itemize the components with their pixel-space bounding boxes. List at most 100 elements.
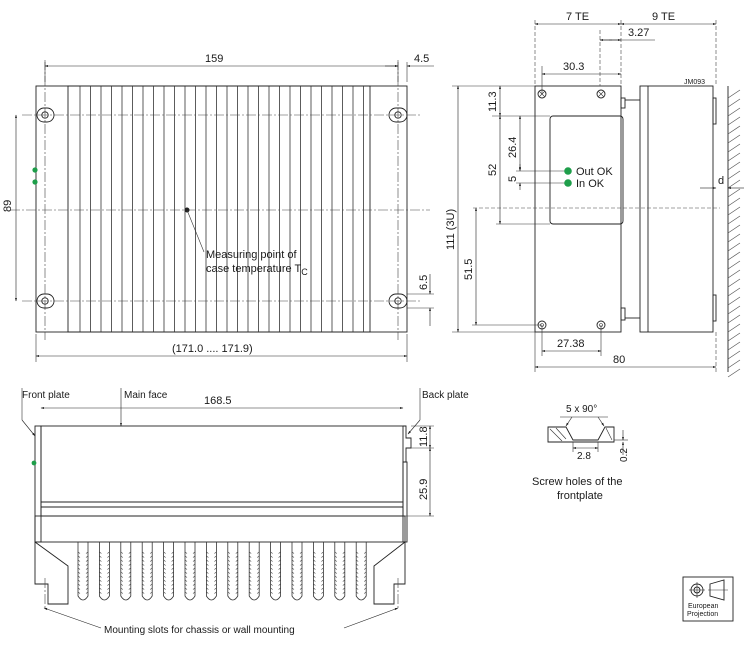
fin-serration <box>291 591 295 594</box>
fin-serration <box>214 551 217 554</box>
fin-serration <box>235 559 238 562</box>
fin-serration <box>184 559 188 562</box>
fin-serration <box>356 591 359 594</box>
fin-serration <box>321 559 324 562</box>
fin-serration <box>257 591 260 594</box>
fin-serration <box>299 587 303 590</box>
heatsink-fins <box>79 86 364 332</box>
fin-serration <box>150 563 153 566</box>
fin-serration <box>142 559 145 562</box>
fin-serration <box>150 567 153 570</box>
dim-51-5: 51.5 <box>463 259 475 280</box>
fin-serration <box>77 587 81 590</box>
fin-serration <box>313 551 316 554</box>
fin-serration <box>107 583 110 586</box>
fin-serration <box>291 567 295 570</box>
fin-serration <box>334 555 337 558</box>
fin-serration <box>150 559 153 562</box>
fin-serration <box>364 583 367 586</box>
fin-serration <box>85 587 89 590</box>
fin-serration <box>257 571 260 574</box>
fin-serration <box>192 567 196 570</box>
fin-serration <box>120 575 123 578</box>
fin-serration <box>107 571 110 574</box>
fin-serration <box>120 559 123 562</box>
dim-159: 159 <box>205 53 223 65</box>
fin-serration <box>235 575 238 578</box>
dim-5: 5 <box>507 176 519 182</box>
fin-serration <box>192 587 196 590</box>
bottom-fin <box>227 542 239 601</box>
fin-serration <box>364 563 367 566</box>
fin-serration <box>321 551 324 554</box>
led-in-ok-label: In OK <box>576 178 605 190</box>
fin-serration <box>356 563 359 566</box>
top-view-outline <box>35 85 408 333</box>
fin-serration <box>342 567 345 570</box>
fin-serration <box>257 587 260 590</box>
fin-serration <box>278 559 281 562</box>
fin-serration <box>150 587 153 590</box>
projection-line1: European <box>688 603 718 610</box>
dim-7te: 7 TE <box>566 11 589 23</box>
wall-hatch-line <box>727 242 741 252</box>
measuring-point-label-2: case temperature TC <box>206 263 308 277</box>
wall-hatch-line <box>727 359 741 369</box>
fin-serration <box>356 575 359 578</box>
fin-serration <box>321 583 324 586</box>
fin-serration <box>107 591 110 594</box>
wall-hatch-line <box>727 224 741 234</box>
fin-serration <box>299 555 303 558</box>
fin-serration <box>227 563 230 566</box>
wall-hatch-line <box>727 89 741 99</box>
screw-countersink-profile <box>547 426 615 443</box>
dim-3-27: 3.27 <box>628 27 649 39</box>
fin-serration <box>257 563 260 566</box>
fin-serration <box>163 567 166 570</box>
fin-serration <box>249 559 252 562</box>
fin-serration <box>85 559 89 562</box>
fin-serration <box>334 575 337 578</box>
european-projection-badge: European Projection <box>682 576 734 622</box>
fin-serration <box>364 555 367 558</box>
fin-serration <box>270 559 273 562</box>
fin-serration <box>313 583 316 586</box>
front-plate-edge <box>34 425 42 543</box>
fin-serration <box>342 571 345 574</box>
fin-serration <box>249 583 252 586</box>
fin-serration <box>214 575 217 578</box>
fin-serration <box>77 579 81 582</box>
bottom-fin <box>184 542 196 601</box>
led-out-ok-label: Out OK <box>576 166 613 178</box>
wall-hatch-line <box>727 260 741 270</box>
fin-serration <box>342 563 345 566</box>
fin-serration <box>342 579 345 582</box>
fin-serration <box>342 583 345 586</box>
fin-serration <box>291 583 295 586</box>
wall-hatch-line <box>727 179 741 189</box>
fin-serration <box>206 563 209 566</box>
fin-serration <box>364 591 367 594</box>
fin-serration <box>99 571 102 574</box>
fin-serration <box>227 551 230 554</box>
wall-hatch-line <box>727 152 741 162</box>
fin-serration <box>270 555 273 558</box>
screw-angle: 5 x 90° <box>566 404 597 415</box>
fin-serration <box>270 591 273 594</box>
fin-serration <box>184 563 188 566</box>
fin-serration <box>171 551 174 554</box>
fin-serration <box>299 591 303 594</box>
fin-serration <box>99 559 102 562</box>
fin-serration <box>163 555 166 558</box>
wall-hatch-line <box>727 314 741 324</box>
fin-serration <box>227 571 230 574</box>
fin-serration <box>99 587 102 590</box>
fin-serration <box>291 575 295 578</box>
fin-serration <box>356 567 359 570</box>
dim-25-9: 25.9 <box>418 479 430 500</box>
dim-4-5: 4.5 <box>414 53 429 65</box>
fin-serration <box>334 587 337 590</box>
dim-52: 52 <box>487 164 499 176</box>
fin-serration <box>142 583 145 586</box>
fin-serration <box>128 591 131 594</box>
